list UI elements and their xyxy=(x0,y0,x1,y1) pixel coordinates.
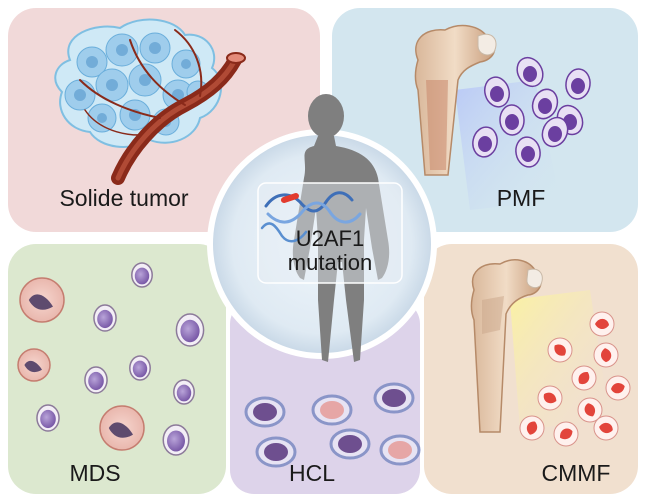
cmmf-red-cell xyxy=(553,421,579,447)
pmf-cell xyxy=(531,88,559,120)
panel-pmf-label: PMF xyxy=(497,185,546,211)
hcl-cell xyxy=(244,396,286,428)
cmmf-red-cell xyxy=(605,375,631,401)
mds-cells xyxy=(17,262,205,456)
mds-cell xyxy=(36,404,60,432)
pmf-cell xyxy=(499,104,525,136)
cmmf-cells xyxy=(519,311,631,447)
blood-vessel-illustration xyxy=(79,29,246,185)
mds-cell xyxy=(131,262,153,288)
panel-cmmf-label: CMMF xyxy=(542,460,611,486)
mds-cell xyxy=(93,304,117,332)
pmf-cell xyxy=(515,136,541,168)
cmmf-red-cell xyxy=(547,337,573,363)
mds-cell xyxy=(175,313,205,347)
pmf-cell xyxy=(541,116,569,148)
tumor-cluster-illustration xyxy=(54,18,222,148)
mds-granulocyte xyxy=(99,405,145,451)
cmmf-red-cell xyxy=(537,385,563,411)
cmmf-red-cell xyxy=(593,415,619,441)
hcl-cells xyxy=(244,382,421,468)
panel-solid-tumor-label: Solide tumor xyxy=(59,185,188,211)
mds-granulocyte xyxy=(17,348,51,382)
protein-ribbon-icon xyxy=(260,191,362,243)
mds-granulocyte xyxy=(19,277,65,323)
mds-cell xyxy=(162,424,190,456)
hcl-cell xyxy=(373,382,415,414)
hcl-cell xyxy=(379,434,421,466)
center-line1: U2AF1 xyxy=(296,226,364,251)
cmmf-red-cell xyxy=(519,415,545,441)
panel-mds-label: MDS xyxy=(69,460,120,486)
hcl-cell xyxy=(255,436,297,468)
pmf-cell xyxy=(516,56,544,88)
mutation-box xyxy=(257,182,403,284)
pmf-cell xyxy=(472,126,498,158)
cmmf-red-cell xyxy=(577,397,603,423)
pmf-cell xyxy=(483,76,511,108)
panel-hcl-label: HCL xyxy=(289,460,335,486)
mds-cell xyxy=(84,366,108,394)
center-line2: mutation xyxy=(288,250,372,275)
mds-cell xyxy=(129,355,151,381)
pmf-cells xyxy=(472,56,591,168)
mds-cell xyxy=(173,379,195,405)
cmmf-red-cell xyxy=(593,342,619,368)
hcl-cell xyxy=(329,428,371,460)
hcl-cell xyxy=(311,394,353,426)
pmf-cell xyxy=(565,68,591,100)
human-body-silhouette xyxy=(292,94,390,362)
cmmf-red-cell xyxy=(589,311,615,337)
cmmf-red-cell xyxy=(571,365,597,391)
